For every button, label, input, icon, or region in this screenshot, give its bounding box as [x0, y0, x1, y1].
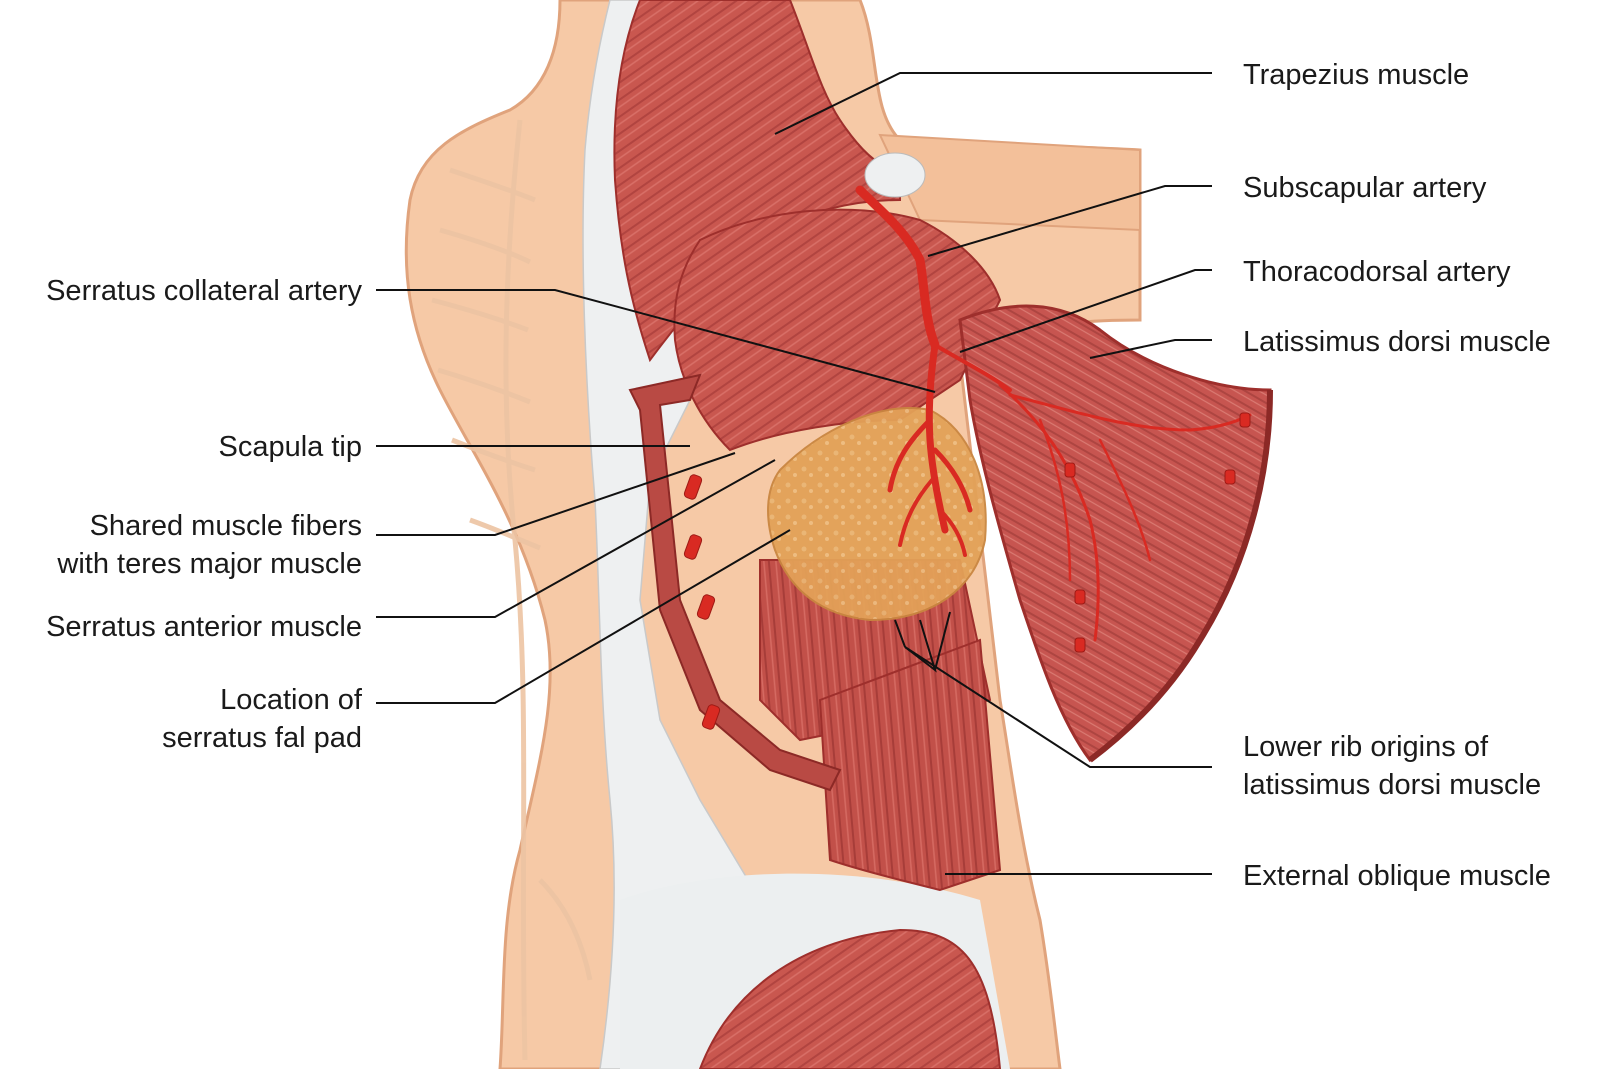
leader-lower-rib-c: [934, 611, 951, 671]
leader-latissimus: [1089, 339, 1212, 359]
label-subscapular-artery: Subscapular artery: [1243, 172, 1487, 204]
leader-lines: [376, 72, 1212, 875]
leader-trapezius: [774, 72, 1212, 135]
leader-serratus-collateral: [376, 289, 936, 393]
label-scapula-tip: Scapula tip: [218, 431, 363, 463]
lat-edge: [1088, 389, 1273, 763]
label-lower-rib-origins-line1: Lower rib origins of: [1243, 731, 1488, 763]
label-shared-muscle-fibers-line2: with teres major muscle: [57, 548, 362, 580]
external-oblique-shape: [818, 638, 1002, 892]
label-lower-rib-origins-line2: latissimus dorsi muscle: [1243, 769, 1542, 801]
leader-subscapular: [927, 185, 1212, 257]
leader-thoracodorsal: [959, 269, 1212, 353]
leader-fat-pad: [376, 529, 791, 704]
label-serratus-fat-pad-line2: serratus fal pad: [162, 722, 362, 754]
label-serratus-anterior-muscle: Serratus anterior muscle: [46, 611, 362, 643]
label-thoracodorsal-artery: Thoracodorsal artery: [1243, 256, 1511, 288]
label-trapezius-muscle: Trapezius muscle: [1243, 59, 1470, 91]
label-serratus-fat-pad: Location of serratus fal pad: [162, 681, 362, 757]
label-serratus-collateral-artery: Serratus collateral artery: [46, 275, 362, 307]
skeleton-outline: [431, 119, 593, 1061]
leader-lower-rib: [904, 646, 1212, 768]
leader-shared-fibers: [376, 452, 736, 536]
artery-stubs: [683, 412, 1251, 730]
label-lower-rib-origins: Lower rib origins of latissimus dorsi mu…: [1243, 728, 1541, 804]
acromion: [864, 152, 926, 198]
label-latissimus-dorsi-muscle: Latissimus dorsi muscle: [1243, 326, 1551, 358]
lower-muscle-shape: [698, 928, 1002, 1069]
label-serratus-fat-pad-line1: Location of: [220, 684, 362, 716]
leader-lower-rib-a: [894, 619, 906, 648]
label-external-oblique-muscle: External oblique muscle: [1243, 860, 1551, 892]
label-shared-muscle-fibers: Shared muscle fibers with teres major mu…: [57, 507, 362, 583]
incision-strip: [628, 373, 842, 792]
artery-tree: [855, 185, 1252, 642]
label-shared-muscle-fibers-line1: Shared muscle fibers: [89, 510, 362, 542]
latissimus-dorsi-flap: [958, 304, 1272, 763]
leader-serratus-anterior: [376, 459, 776, 618]
